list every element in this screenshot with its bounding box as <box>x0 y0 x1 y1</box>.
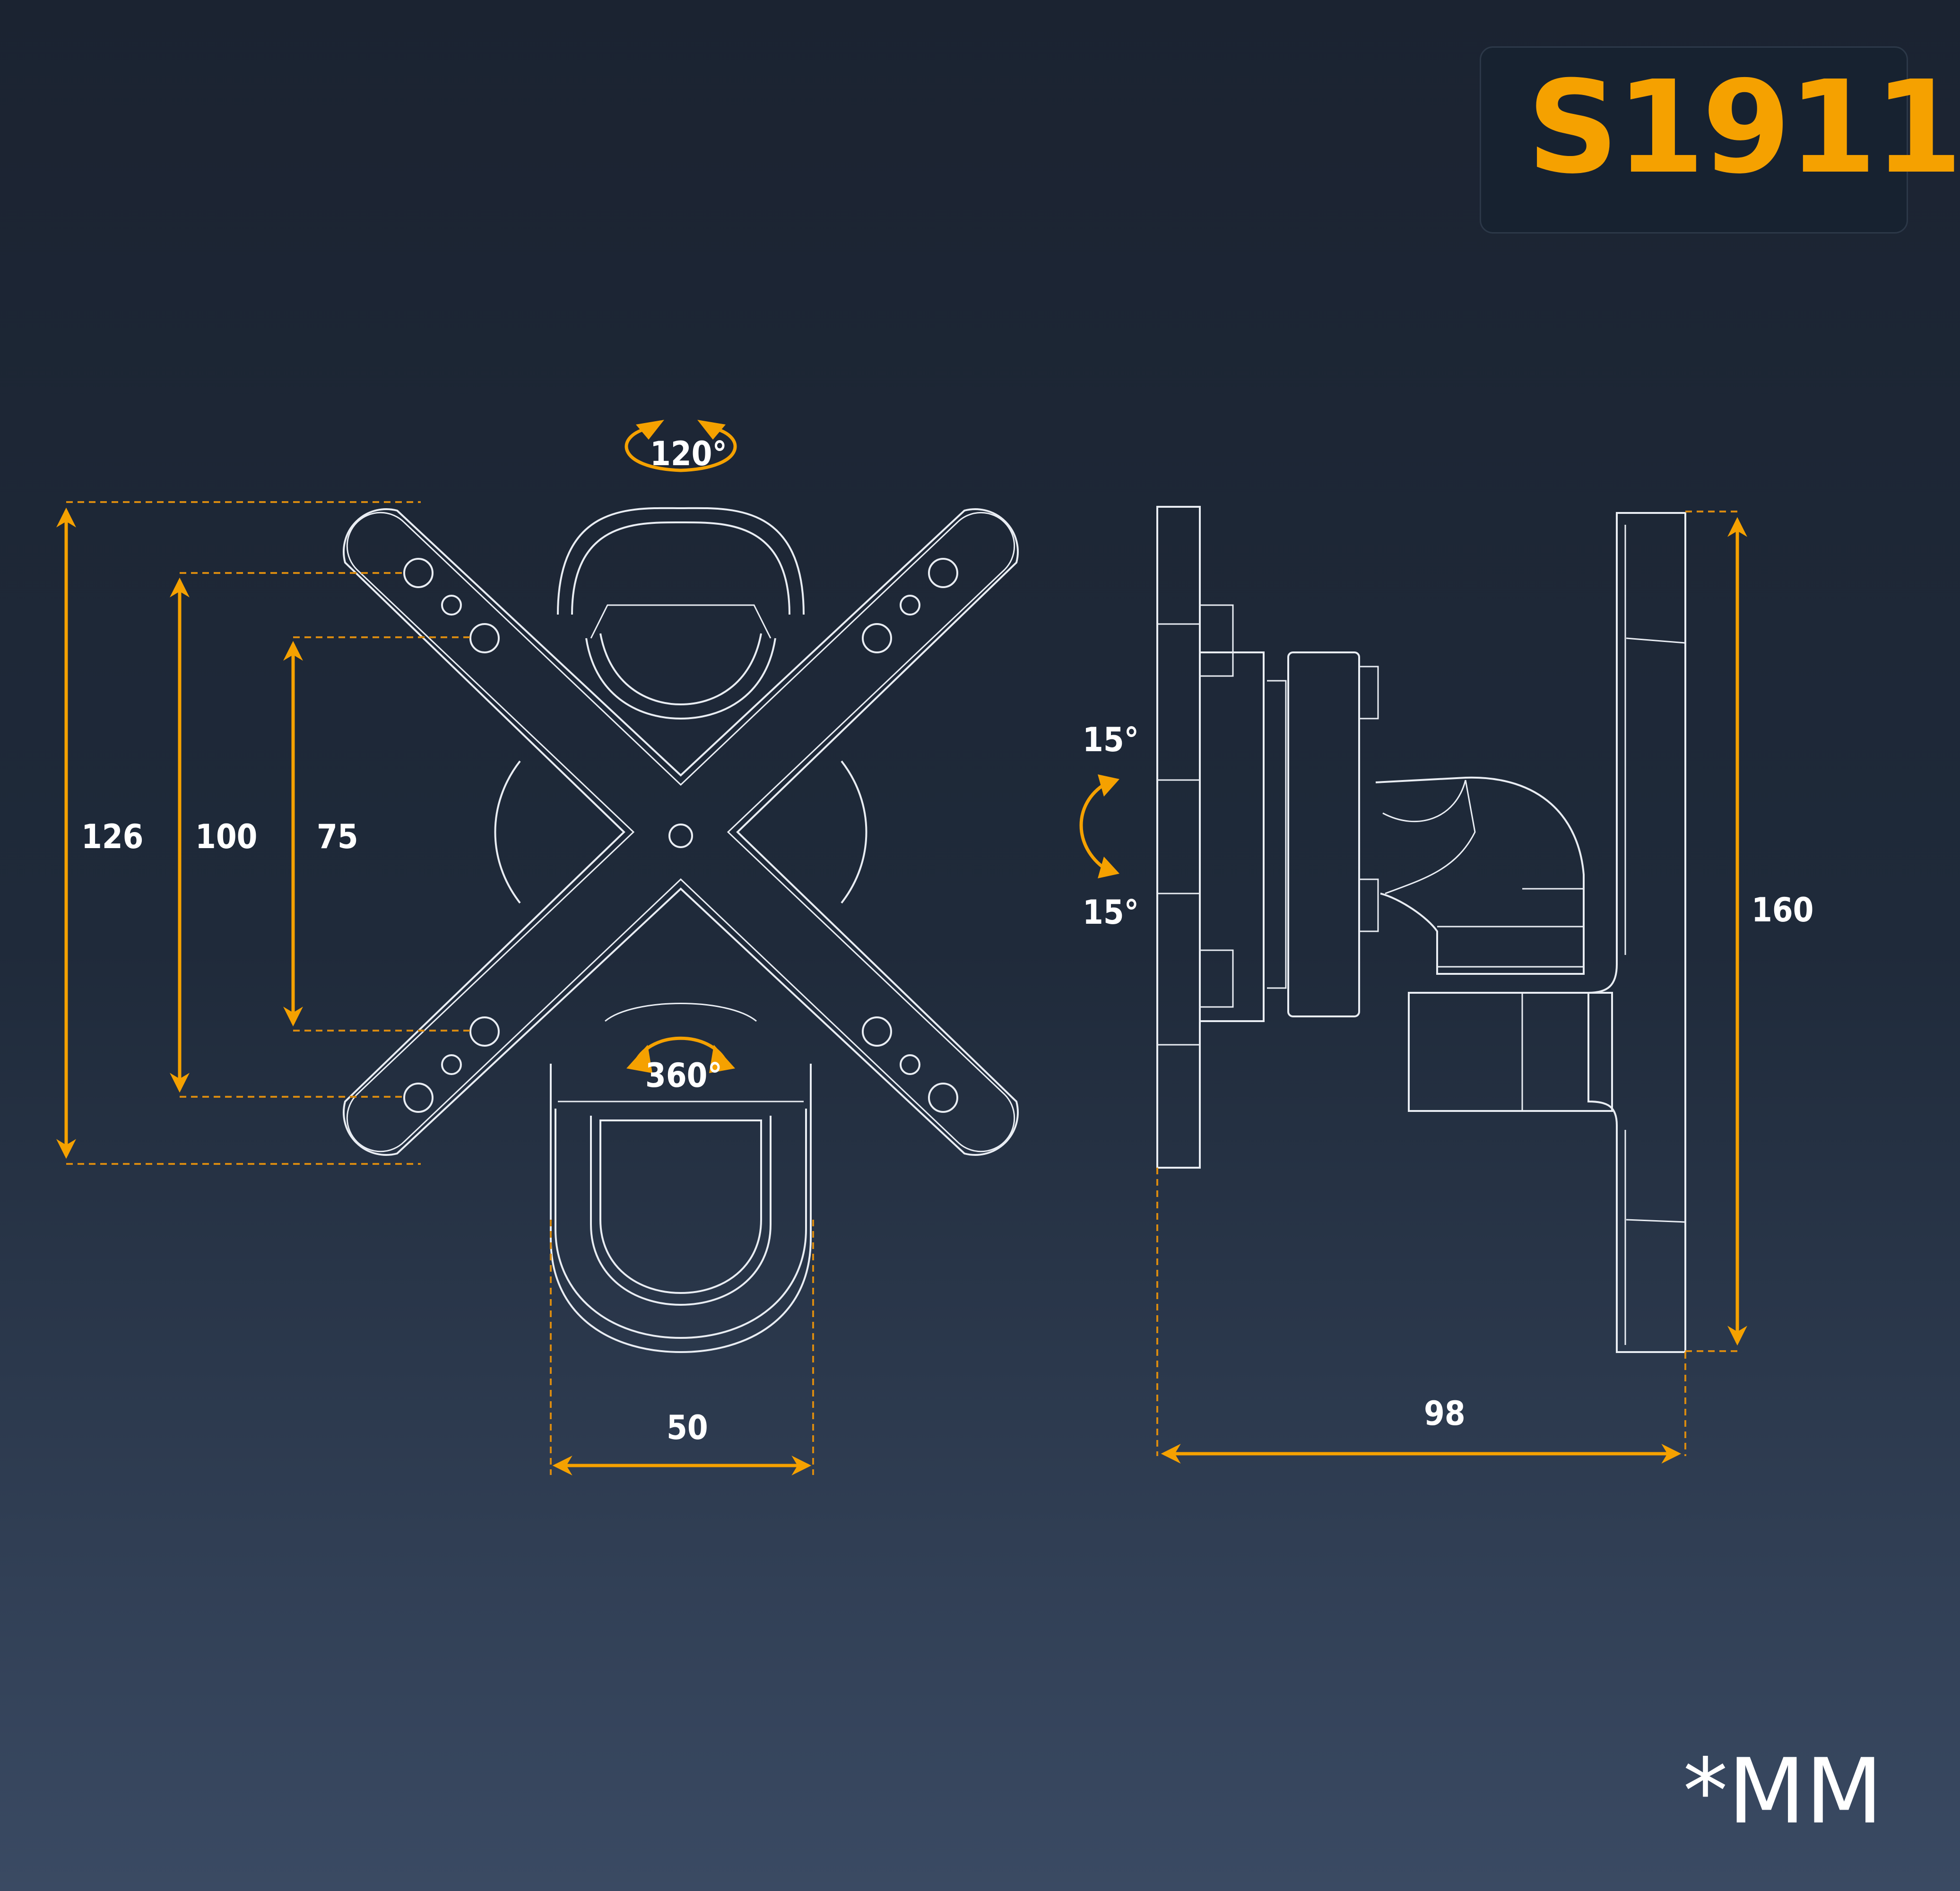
front-view <box>56 420 1019 1475</box>
wall-plate-side <box>1587 512 1686 1353</box>
front-extension-lines <box>66 501 814 1475</box>
elbow-joint <box>1375 776 1585 975</box>
tilt-down-label: 15° <box>1083 893 1139 932</box>
tilt-up-label: 15° <box>1083 720 1139 759</box>
technical-drawing <box>56 420 1747 1475</box>
vesa-hole <box>862 623 892 653</box>
vesa-hole <box>900 1054 920 1075</box>
model-badge <box>1480 46 1908 234</box>
front-dimension-arrows <box>56 507 812 1475</box>
units-label: *MM <box>1683 1739 1883 1844</box>
side-dimension-arrows <box>1161 517 1747 1464</box>
vesa-hole <box>403 558 434 588</box>
swivel-angle-label: 120° <box>650 434 727 473</box>
vesa-hole <box>900 595 920 616</box>
dim-label-100: 100 <box>195 817 258 856</box>
side-view <box>1079 506 1747 1464</box>
lower-knuckle <box>1408 992 1613 1112</box>
dim-label-160: 160 <box>1752 891 1814 929</box>
vesa-hole <box>441 595 462 616</box>
lower-arm <box>550 1003 812 1353</box>
rotation-360-icon <box>626 1036 735 1073</box>
top-swivel-block <box>557 507 805 720</box>
vesa-hole <box>469 1016 500 1047</box>
vesa-hole <box>928 558 958 588</box>
dim-label-50: 50 <box>667 1408 708 1447</box>
dim-label-75: 75 <box>317 817 358 856</box>
vesa-hole <box>469 623 500 653</box>
vesa-hole <box>862 1016 892 1047</box>
dim-label-98: 98 <box>1424 1394 1466 1433</box>
vesa-hole <box>403 1083 434 1113</box>
dim-label-126: 126 <box>81 817 144 856</box>
center-hole <box>668 824 693 848</box>
tilt-15-icon <box>1079 774 1119 878</box>
vesa-plate-side <box>1156 506 1379 1169</box>
model-number: S1911 <box>1527 53 1960 202</box>
rotation-angle-label: 360° <box>645 1056 722 1095</box>
vesa-hole <box>928 1083 958 1113</box>
x-bracket <box>343 508 1019 1156</box>
swivel-120-icon <box>624 420 737 472</box>
side-extension-lines <box>1156 511 1740 1456</box>
vesa-hole <box>441 1054 462 1075</box>
